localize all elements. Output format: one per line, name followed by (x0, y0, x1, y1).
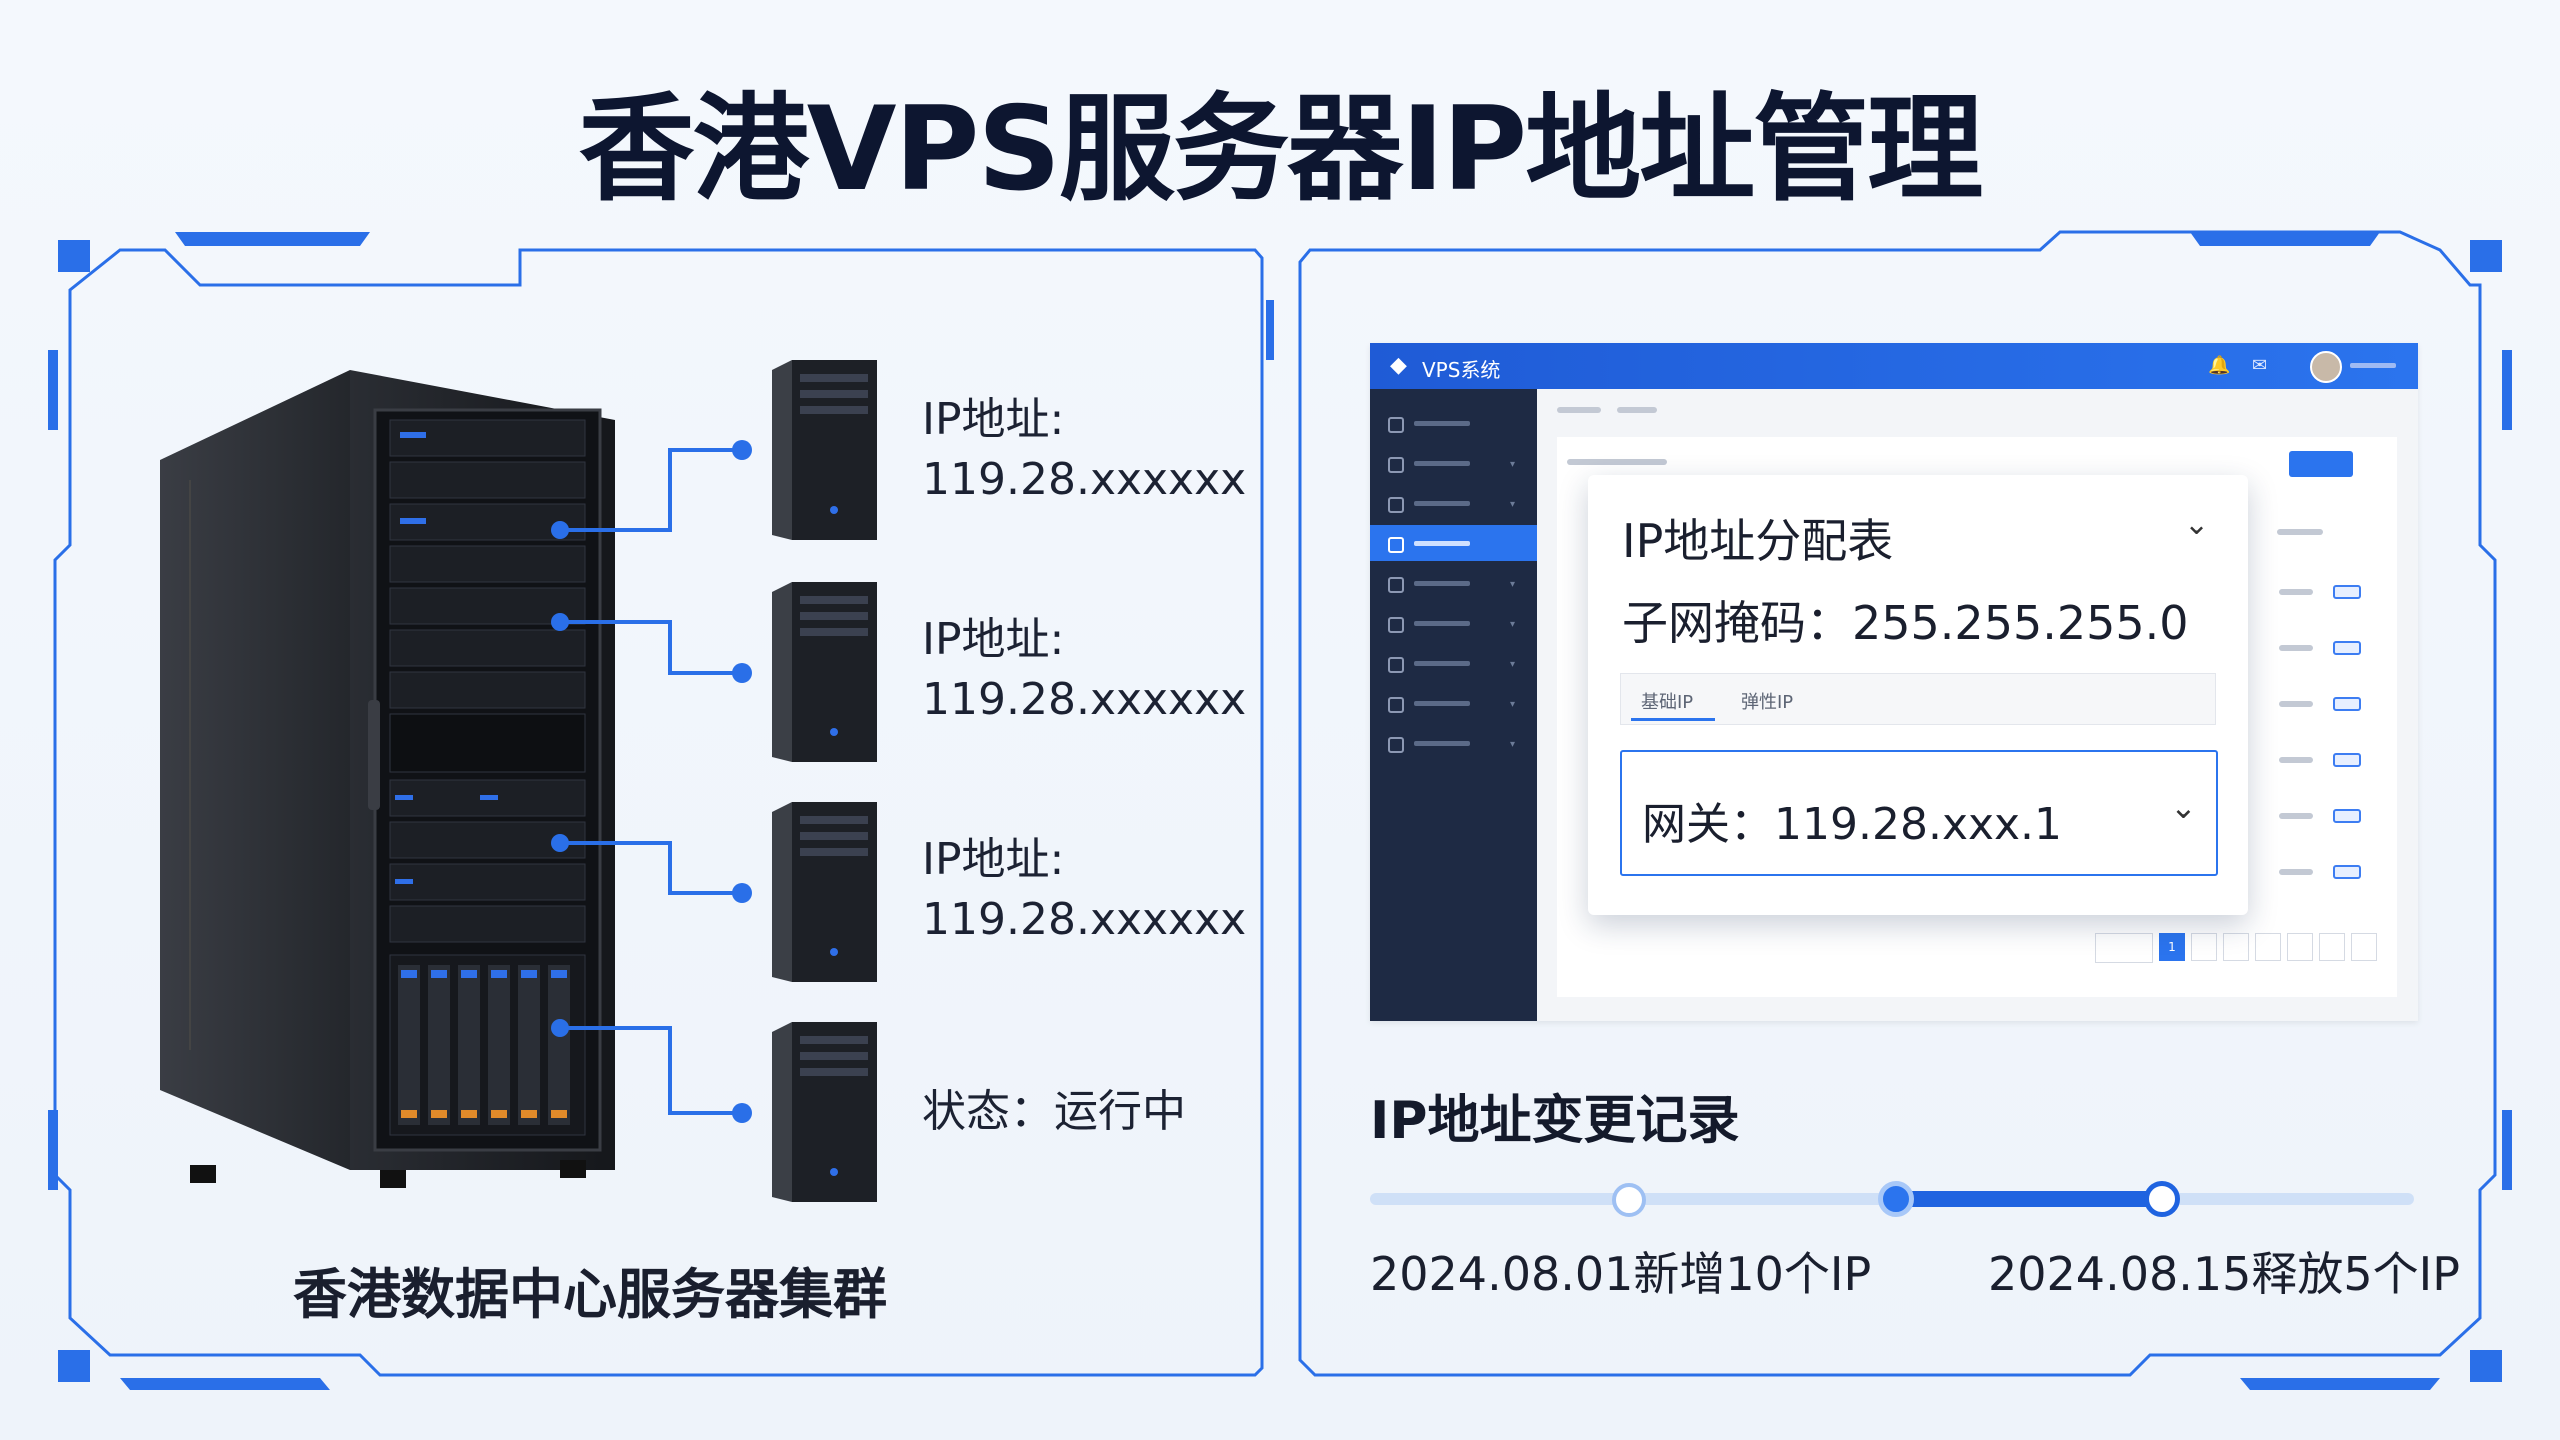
tab-basic-ip[interactable]: 基础IP (1641, 692, 1694, 713)
timeline-node[interactable] (2144, 1181, 2180, 1217)
gateway-select[interactable]: 网关：119.28.xxx.1 ⌄ (1620, 750, 2218, 876)
tab-active-indicator (1631, 718, 1715, 721)
sidebar-item-active[interactable] (1370, 525, 1537, 561)
server-1-label: IP地址: (922, 394, 1065, 445)
row-action[interactable] (2333, 697, 2361, 711)
server-rack-illustration (160, 370, 615, 1188)
storage-icon (1388, 577, 1404, 593)
row-action[interactable] (2333, 753, 2361, 767)
settings-icon (1388, 737, 1404, 753)
brand-logo-icon: ◆ (1390, 353, 1407, 378)
home-icon (1388, 417, 1404, 433)
chevron-down-icon: ▾ (1510, 499, 1516, 510)
sidebar-item[interactable]: ▾ (1370, 725, 1537, 761)
popup-title: IP地址分配表 (1622, 514, 1894, 568)
sidebar-item[interactable]: ▾ (1370, 685, 1537, 721)
timeline-active-segment (1892, 1191, 2160, 1207)
page-item[interactable] (2287, 933, 2313, 961)
tower-servers (772, 360, 877, 1202)
row-action[interactable] (2333, 641, 2361, 655)
server-2-label: IP地址: (922, 614, 1065, 665)
page-title: 香港VPS服务器IP地址管理 (578, 82, 1984, 217)
server-3-ip: 119.28.xxxxxx (922, 894, 1247, 945)
server-2-info: IP地址: 119.28.xxxxxx (922, 610, 1246, 730)
avatar[interactable] (2310, 351, 2342, 383)
chevron-down-icon: ▾ (1510, 619, 1516, 630)
add-button[interactable] (2289, 451, 2353, 477)
page-item[interactable] (2223, 933, 2249, 961)
server-1-ip: 119.28.xxxxxx (922, 454, 1247, 505)
sidebar-item[interactable] (1370, 405, 1537, 441)
server-4-status: 状态：运行中 (922, 1086, 1186, 1137)
timeline-label-2: 2024.08.15释放5个IP (1988, 1247, 2460, 1301)
server-3-label: IP地址: (922, 834, 1065, 885)
sidebar-item[interactable]: ▾ (1370, 605, 1537, 641)
tab-elastic-ip[interactable]: 弹性IP (1741, 692, 1794, 713)
page-item[interactable] (2191, 933, 2217, 961)
sidebar-item[interactable]: ▾ (1370, 445, 1537, 481)
ip-allocation-popup: IP地址分配表 ⌄ 子网掩码：255.255.255.0 基础IP 弹性IP 网… (1588, 475, 2248, 915)
cluster-caption: 香港数据中心服务器集群 (293, 1263, 887, 1326)
bell-icon[interactable]: 🔔 (2208, 355, 2231, 376)
ip-icon (1388, 537, 1404, 553)
page-item[interactable] (2319, 933, 2345, 961)
network-icon (1388, 497, 1404, 513)
server-2-ip: 119.28.xxxxxx (922, 674, 1247, 725)
page-prev[interactable] (2095, 933, 2153, 963)
server-4-info: 状态：运行中 (922, 1082, 1186, 1142)
message-icon[interactable]: ✉ (2252, 355, 2268, 376)
page-item[interactable] (2255, 933, 2281, 961)
server-3-info: IP地址: 119.28.xxxxxx (922, 830, 1246, 950)
popup-tabs: 基础IP 弹性IP (1620, 673, 2216, 725)
page-1[interactable]: 1 (2159, 933, 2185, 961)
dashboard-sidebar: ▾ ▾ ▾ ▾ ▾ ▾ ▾ (1370, 389, 1537, 1021)
row-action[interactable] (2333, 865, 2361, 879)
server-icon (1388, 457, 1404, 473)
timeline-node[interactable] (1612, 1183, 1646, 1217)
sidebar-item[interactable]: ▾ (1370, 485, 1537, 521)
username-placeholder (2350, 363, 2396, 368)
chevron-down-icon: ▾ (1510, 459, 1516, 470)
row-action[interactable] (2333, 809, 2361, 823)
timeline-label-1: 2024.08.01新增10个IP (1370, 1247, 1872, 1301)
chevron-down-icon: ▾ (1510, 739, 1516, 750)
brand-name: VPS系统 (1422, 358, 1501, 382)
server-1-info: IP地址: 119.28.xxxxxx (922, 390, 1246, 510)
sidebar-item[interactable]: ▾ (1370, 565, 1537, 601)
timeline-node-current[interactable] (1878, 1181, 1914, 1217)
chevron-down-icon: ▾ (1510, 579, 1516, 590)
chevron-down-icon[interactable]: ⌄ (2184, 507, 2210, 542)
sidebar-item[interactable]: ▾ (1370, 645, 1537, 681)
security-icon (1388, 657, 1404, 673)
chevron-down-icon: ▾ (1510, 699, 1516, 710)
chevron-down-icon: ⌄ (2170, 788, 2197, 826)
dashboard-topbar: ◆ VPS系统 🔔 ✉ (1370, 343, 2418, 389)
globe-icon (1388, 697, 1404, 713)
monitor-icon (1388, 617, 1404, 633)
gateway-value: 网关：119.28.xxx.1 (1642, 799, 2063, 850)
page-item[interactable] (2351, 933, 2377, 961)
subnet-mask: 子网掩码：255.255.255.0 (1622, 596, 2189, 650)
row-action[interactable] (2333, 585, 2361, 599)
chevron-down-icon: ▾ (1510, 659, 1516, 670)
timeline-title: IP地址变更记录 (1370, 1091, 1740, 1151)
